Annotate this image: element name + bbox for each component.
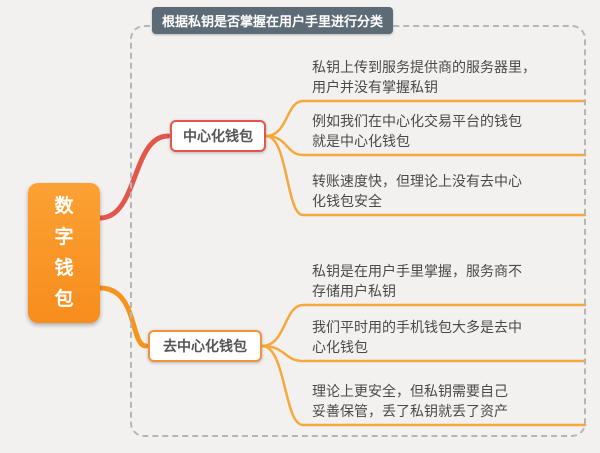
branch-node-centralized-wallet: 中心化钱包 [170, 120, 266, 152]
branch-centralized-label: 中心化钱包 [183, 129, 253, 145]
branch-node-decentralized-wallet: 去中心化钱包 [148, 330, 262, 362]
leaf-centralized-transfer-speed: 转账速度快，但理论上没有去中心化钱包安全 [312, 174, 522, 210]
classification-title: 根据私钥是否掌握在用户手里进行分类 [152, 7, 394, 34]
root-node-label: 数字钱包 [54, 195, 74, 310]
leaf-decentralized-mobile-wallets: 我们平时用的手机钱包大多是去中心化钱包 [312, 320, 522, 356]
leaf-decentralized-safer-but-self-custody: 理论上更安全，但私钥需要自己妥善保管，丢了私钥就丢了资产 [312, 384, 508, 420]
root-node-digital-wallet: 数字钱包 [28, 183, 100, 323]
leaf-decentralized-user-holds-key: 私钥是在用户手里掌握，服务商不存储用户私钥 [312, 264, 522, 300]
branch-decentralized-label: 去中心化钱包 [163, 339, 247, 355]
leaf-centralized-exchange-example: 例如我们在中心化交易平台的钱包就是中心化钱包 [312, 114, 522, 150]
leaf-centralized-private-key-upload: 私钥上传到服务提供商的服务器里，用户并没有掌握私钥 [312, 60, 536, 96]
